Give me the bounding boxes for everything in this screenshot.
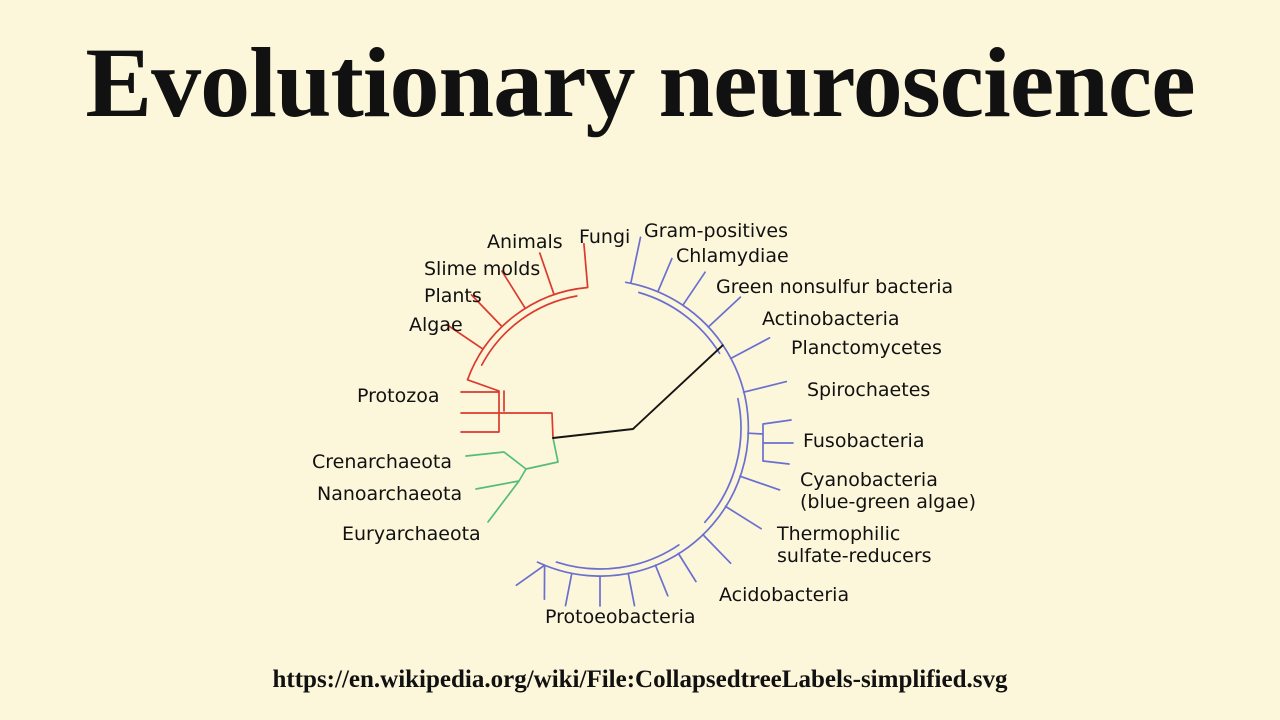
label-fusobacteria: Fusobacteria — [803, 430, 925, 452]
label-protoeobacteria: Protoeobacteria — [545, 606, 696, 628]
label-crenarchaeota: Crenarchaeota — [312, 451, 452, 473]
label-animals: Animals — [487, 231, 563, 253]
label-gram-positives: Gram-positives — [644, 220, 788, 242]
label-spirochaetes: Spirochaetes — [807, 379, 931, 401]
bacteria-branches — [515, 236, 794, 607]
label-acidobacteria: Acidobacteria — [719, 584, 850, 606]
label-nanoarchaeota: Nanoarchaeota — [317, 483, 463, 505]
archaea-branches — [465, 437, 559, 523]
root-branch — [552, 344, 724, 439]
source-url: https://en.wikipedia.org/wiki/File:Colla… — [272, 666, 1008, 693]
page-title: Evolutionary neuroscience — [85, 27, 1195, 138]
label-chlamydiae: Chlamydiae — [676, 245, 789, 267]
label-slime-molds: Slime molds — [424, 258, 541, 280]
label-cyanobacteria: Cyanobacteria (blue-green algae) — [800, 469, 976, 514]
label-protozoa: Protozoa — [357, 385, 440, 407]
label-planctomycetes: Planctomycetes — [791, 337, 942, 359]
label-actinobacteria: Actinobacteria — [762, 308, 900, 330]
label-algae: Algae — [409, 314, 463, 336]
label-thermophilic: Thermophilic sulfate-reducers — [777, 523, 932, 568]
label-green-nonsulfur: Green nonsulfur bacteria — [716, 276, 954, 298]
eukaryota-branches — [445, 242, 589, 439]
label-fungi: Fungi — [579, 226, 631, 248]
label-plants: Plants — [424, 285, 482, 307]
label-euryarchaeota: Euryarchaeota — [342, 523, 481, 545]
